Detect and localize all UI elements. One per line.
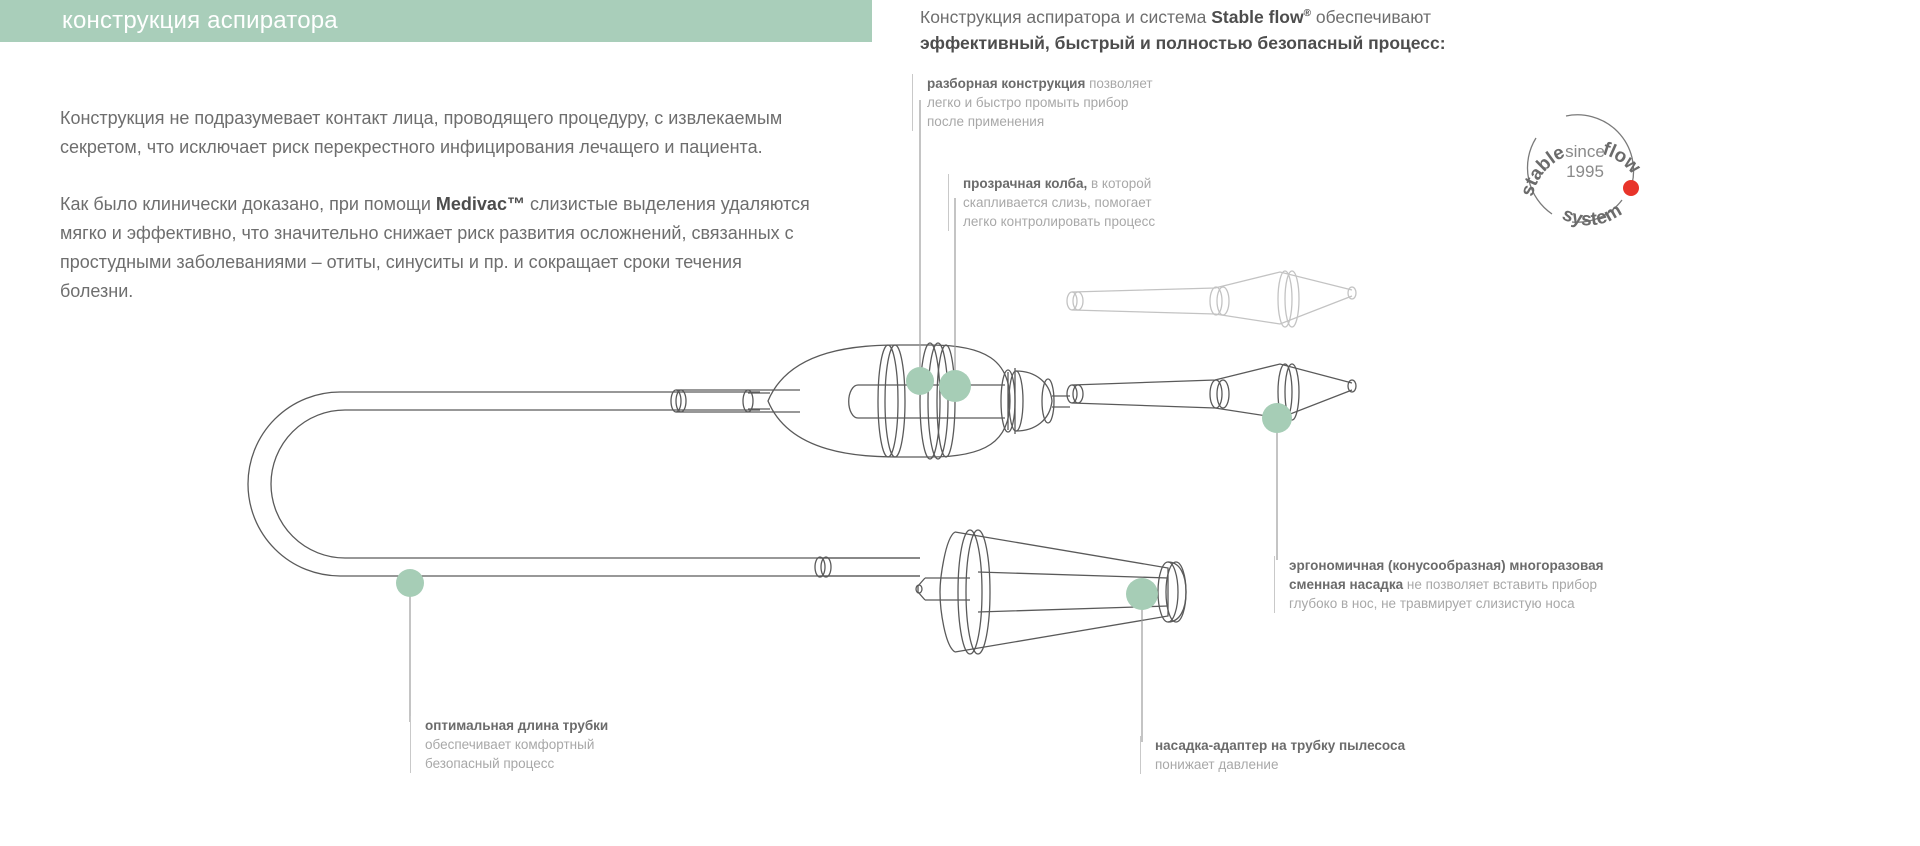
registered-mark: ®: [1303, 8, 1311, 19]
marker-dot-adapter: [1126, 578, 1158, 610]
callout-title-rest: в которой: [1087, 176, 1152, 191]
brand-medivac: Medivac™: [435, 194, 525, 214]
page-title-banner: конструкция аспиратора: [0, 0, 872, 42]
logo-ring: [1526, 114, 1635, 223]
logo-word-system: system: [1559, 200, 1626, 231]
header-line1-suffix: обеспечивают: [1310, 6, 1431, 27]
brand-stable-flow: Stable flow: [1211, 6, 1304, 27]
callout-title-rest: не позволяет вставить прибор: [1403, 577, 1597, 592]
callout-title-strong: прозрачная колба,: [963, 176, 1088, 191]
marker-dot-flask: [939, 370, 971, 402]
callout-title-line1: эргономичная (конусообразная) многоразов…: [1289, 558, 1604, 573]
page-title: конструкция аспиратора: [62, 7, 338, 34]
callout-title: оптимальная длина трубки: [425, 718, 609, 733]
stable-flow-system-logo: stable flow system since 1995: [1510, 96, 1660, 236]
marker-dots: [396, 367, 1292, 610]
cone-adapter: [915, 529, 1187, 655]
nozzle-detached-bottom: [1066, 363, 1357, 421]
logo-since-label: since: [1565, 142, 1605, 161]
callout-body: глубоко в нос, не травмирует слизистую н…: [1289, 596, 1575, 611]
marker-dot-nozzle: [1262, 403, 1292, 433]
callout-title-rest: позволяет: [1085, 76, 1153, 91]
paragraph-2-part2: слизистые выделения удаляются мягко и эф…: [60, 194, 810, 301]
callout-optimal-tube-length: оптимальная длина трубки обеспечивает ко…: [410, 716, 705, 773]
logo-red-dot: [1623, 180, 1639, 196]
callout-title-strong: сменная насадка: [1289, 577, 1404, 592]
callout-title: прозрачная колба, в которой: [963, 174, 1243, 193]
paragraph-2: Как было клинически доказано, при помощи…: [60, 190, 820, 306]
callout-transparent-flask: прозрачная колба, в которой скапливается…: [948, 174, 1243, 231]
aspirator-body: [742, 342, 1070, 460]
callout-title-line2: сменная насадка не позволяет вставить пр…: [1289, 575, 1689, 594]
paragraph-1: Конструкция не подразумевает контакт лиц…: [60, 108, 783, 157]
callout-body: понижает давление: [1155, 757, 1279, 772]
leader-lines: [409, 100, 1278, 742]
body-copy: Конструкция не подразумевает контакт лиц…: [60, 104, 820, 334]
upper-tube: [670, 389, 800, 413]
callout-ergonomic-nozzle: эргономичная (конусообразная) многоразов…: [1274, 556, 1689, 613]
paragraph-2-part1: Как было клинически доказано, при помощи: [60, 194, 436, 214]
callout-title: насадка-адаптер на трубку пылесоса: [1155, 738, 1406, 753]
callout-vacuum-adapter: насадка-адаптер на трубку пылесоса пониж…: [1140, 736, 1495, 774]
nozzle-detached-top: [1066, 270, 1357, 328]
header-right-text: Конструкция аспиратора и система Stable …: [920, 1, 1580, 56]
callout-title: разборная конструкция позволяет: [927, 74, 1227, 93]
header-line-2: эффективный, быстрый и полностью безопас…: [920, 32, 1446, 53]
logo-since-year: 1995: [1566, 162, 1604, 181]
marker-dot-construction: [906, 367, 934, 395]
header-line1-prefix: Конструкция аспиратора и система: [920, 6, 1212, 27]
marker-dot-tube: [396, 569, 424, 597]
logo-center-text: since 1995: [1510, 142, 1660, 182]
tube-loop: [247, 391, 920, 577]
callout-title-strong: разборная конструкция: [927, 76, 1086, 91]
callout-disassemblable-construction: разборная конструкция позволяет легко и …: [912, 74, 1227, 131]
header-line-1: Конструкция аспиратора и система Stable …: [920, 1, 1580, 30]
lower-tube-end: [814, 556, 920, 578]
